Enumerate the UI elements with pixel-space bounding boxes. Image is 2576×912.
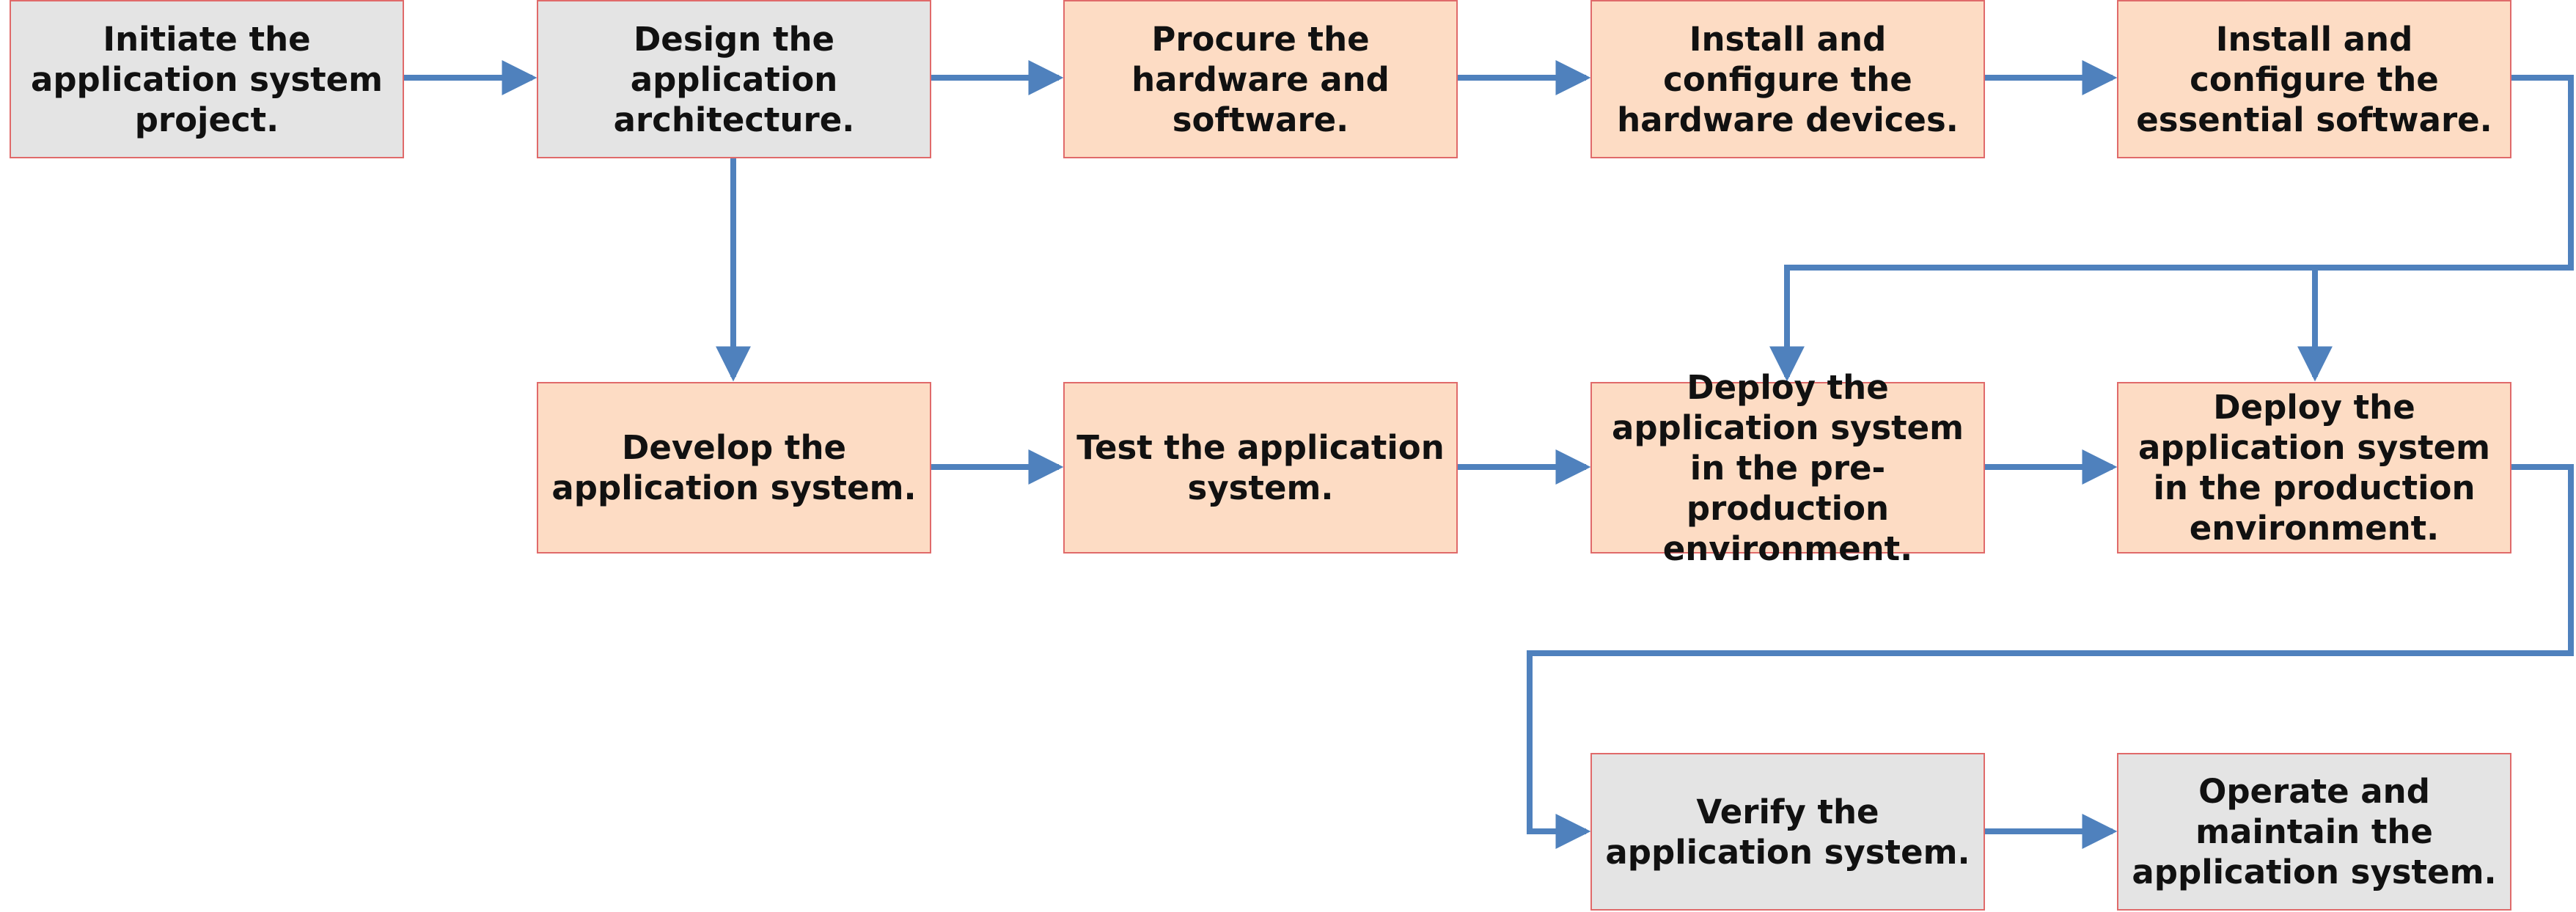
node-design: Design the application architecture.	[537, 0, 931, 158]
node-initiate-label: Initiate the application system project.	[30, 19, 384, 139]
node-deploy-preproduction: Deploy the application system in the pre…	[1590, 368, 1985, 568]
node-procure: Procure the hardware and software.	[1063, 0, 1458, 158]
node-develop: Develop the application system.	[537, 382, 931, 554]
node-test: Test the application system.	[1063, 382, 1458, 554]
node-operate: Operate and maintain the application sys…	[2117, 753, 2511, 911]
node-verify: Verify the application system.	[1590, 753, 1985, 911]
node-install-software-label: Install and configure the essential soft…	[2136, 19, 2492, 139]
node-design-label: Design the application architecture.	[613, 19, 855, 139]
node-install-hardware-label: Install and configure the hardware devic…	[1617, 19, 1959, 139]
node-verify-label: Verify the application system.	[1605, 792, 1970, 872]
node-deploy-preproduction-label: Deploy the application system in the pre…	[1611, 367, 1964, 568]
node-operate-label: Operate and maintain the application sys…	[2132, 772, 2497, 891]
node-install-hardware: Install and configure the hardware devic…	[1590, 0, 1985, 158]
node-deploy-production: Deploy the application system in the pro…	[2117, 382, 2511, 554]
node-develop-label: Develop the application system.	[551, 428, 917, 507]
node-initiate: Initiate the application system project.	[10, 0, 404, 158]
node-install-software: Install and configure the essential soft…	[2117, 0, 2511, 158]
node-procure-label: Procure the hardware and software.	[1131, 19, 1390, 139]
node-deploy-production-label: Deploy the application system in the pro…	[2138, 388, 2491, 548]
node-test-label: Test the application system.	[1076, 428, 1445, 507]
